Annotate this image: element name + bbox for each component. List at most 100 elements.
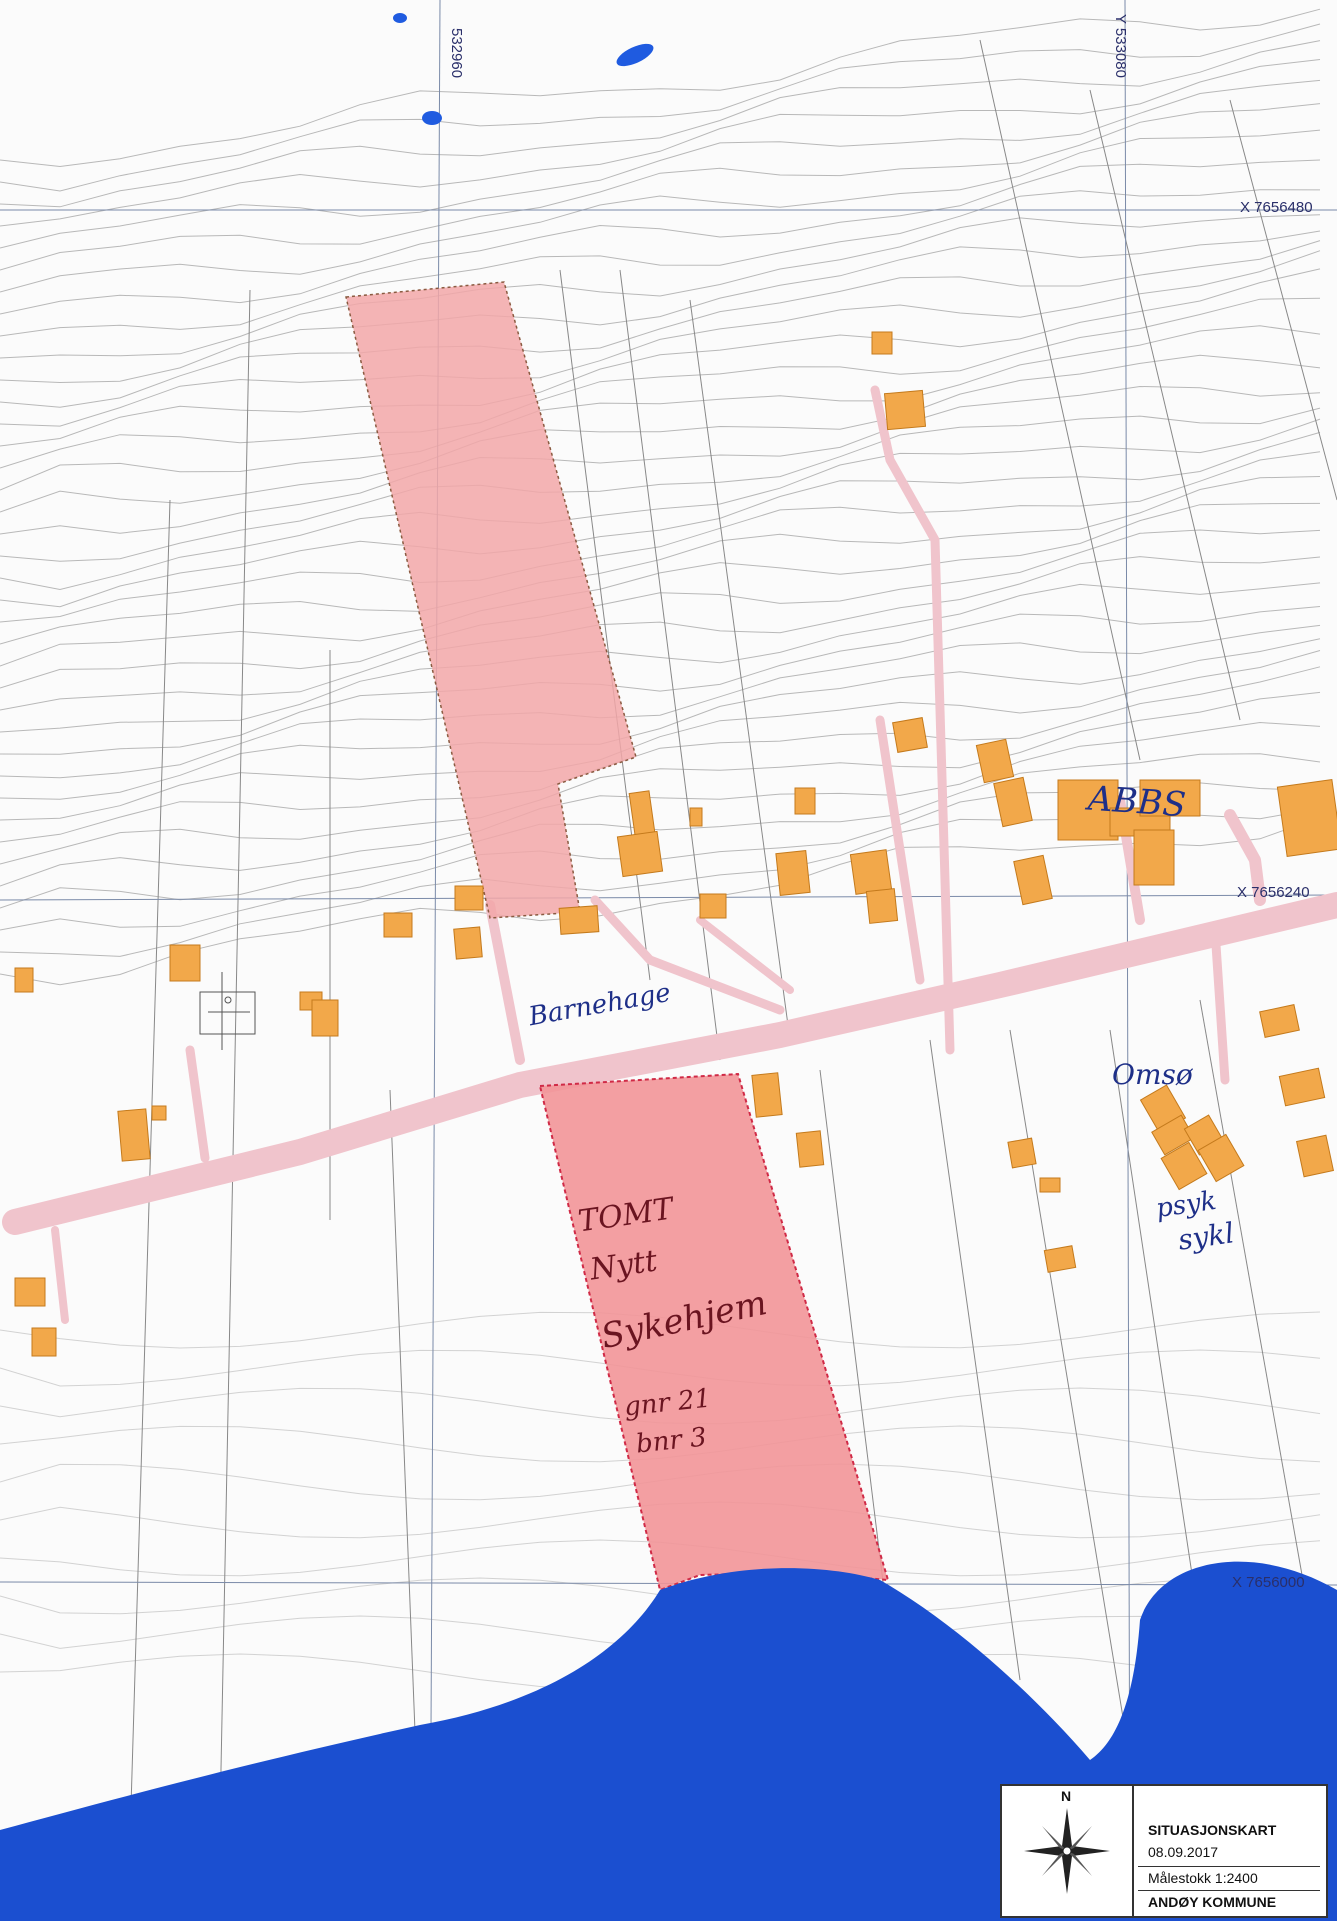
building <box>453 926 483 960</box>
driveway <box>185 1045 210 1163</box>
building <box>1043 1245 1077 1273</box>
building <box>689 807 703 827</box>
contour-line <box>0 23 1321 192</box>
building <box>1259 1004 1300 1038</box>
grid-line-middle <box>0 894 1337 901</box>
contour-line <box>0 79 1321 249</box>
building <box>1295 1134 1335 1178</box>
contour-line <box>0 502 1321 667</box>
contour-line <box>0 753 1321 909</box>
building <box>383 912 413 938</box>
contour-line <box>0 691 1321 865</box>
building <box>993 776 1033 828</box>
coord-y-top: Y 533080 <box>1112 14 1129 78</box>
legend-scale: Målestokk 1:2400 <box>1148 1870 1258 1886</box>
contour-line <box>0 476 1321 645</box>
property-line <box>1229 99 1337 501</box>
compass-rose-icon <box>1024 1808 1110 1894</box>
property-line <box>1089 89 1241 721</box>
contour-line <box>0 325 1321 491</box>
contour-line <box>0 250 1321 427</box>
property-line <box>1199 999 1311 1621</box>
building <box>775 849 811 897</box>
building <box>1039 1177 1061 1193</box>
contour-line <box>0 159 1321 315</box>
driveway <box>485 900 525 1065</box>
contour-line <box>0 385 1321 535</box>
contour-line <box>0 816 1321 986</box>
contour-line <box>0 103 1321 271</box>
building <box>14 1277 46 1307</box>
contour-line <box>0 666 1321 843</box>
building <box>454 885 484 911</box>
building <box>151 1105 167 1121</box>
annotation-omsorg: Omsø <box>1112 1058 1193 1091</box>
driveway <box>870 385 955 1055</box>
building <box>975 738 1015 784</box>
contour-line <box>0 59 1321 227</box>
building <box>1133 829 1175 886</box>
contour-line <box>0 230 1321 384</box>
driveway <box>590 895 785 1015</box>
building <box>169 944 201 982</box>
driveway <box>696 916 794 994</box>
contour-line <box>0 297 1321 469</box>
legend-date: 08.09.2017 <box>1148 1844 1219 1860</box>
building <box>795 1130 825 1168</box>
contour-line <box>0 268 1321 447</box>
legend-title: SITUASJONSKART <box>1148 1822 1277 1838</box>
contour-line <box>0 624 1321 779</box>
driveway <box>51 1226 69 1324</box>
building <box>311 999 339 1037</box>
coord-x-middle: X 7656240 <box>1237 884 1310 901</box>
contour-line <box>0 638 1321 800</box>
building-outline <box>199 991 256 1035</box>
contour-line <box>0 407 1321 562</box>
building <box>117 1108 151 1162</box>
contour-line <box>0 650 1321 821</box>
contour-line <box>0 8 1321 168</box>
annotation-abbs: ABBS <box>1086 778 1188 826</box>
building <box>14 967 34 993</box>
compass-north-label: N <box>1061 1788 1072 1804</box>
driveway <box>1224 809 1266 906</box>
property-line <box>979 39 1141 761</box>
building <box>1057 779 1119 841</box>
contour-line <box>0 556 1321 711</box>
building <box>31 1327 57 1357</box>
building <box>865 888 899 924</box>
contour-line <box>0 129 1321 293</box>
contour-line <box>0 451 1321 623</box>
contour-line <box>0 582 1321 733</box>
legend-municipality: ANDØY KOMMUNE <box>1148 1894 1277 1910</box>
reserved-plot-north <box>345 281 637 919</box>
building <box>558 905 600 935</box>
driveway <box>1210 925 1230 1085</box>
building <box>849 849 893 895</box>
contour-line <box>0 606 1321 755</box>
building <box>1007 1137 1037 1169</box>
contour-line <box>0 431 1321 608</box>
building <box>1160 1141 1208 1191</box>
building <box>1139 779 1201 817</box>
contour-line <box>0 529 1321 689</box>
driveway <box>875 715 925 985</box>
contour-line <box>0 214 1321 359</box>
contour-line <box>0 354 1321 513</box>
building <box>1278 1067 1326 1107</box>
property-line <box>619 269 721 1061</box>
building <box>871 331 893 355</box>
main-road <box>2 892 1337 1235</box>
coord-x-bottom: X 7656000 <box>1232 1574 1305 1591</box>
contour-line <box>0 40 1321 208</box>
building <box>616 830 664 878</box>
property-line <box>219 289 251 1821</box>
building <box>883 389 927 431</box>
contour-line <box>0 418 1321 591</box>
building <box>1276 778 1337 858</box>
building <box>751 1072 783 1118</box>
property-line <box>129 499 171 1841</box>
contour-line <box>0 721 1321 887</box>
